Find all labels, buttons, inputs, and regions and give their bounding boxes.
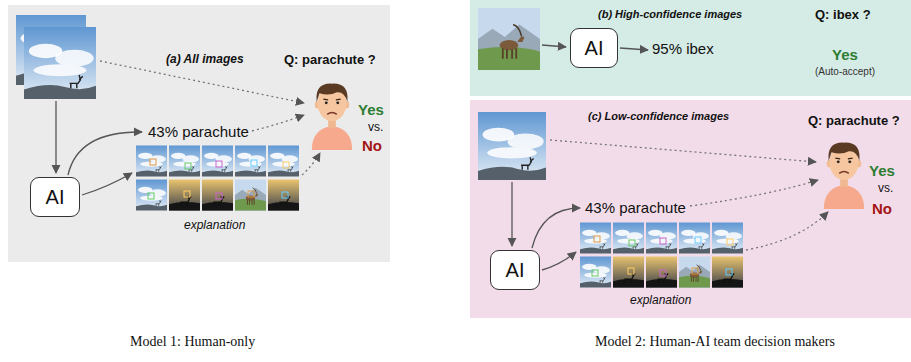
figure-caption: Model 1: Human-only — [130, 334, 255, 350]
question-text: Q: ibex ? — [815, 8, 871, 23]
explanation-label: explanation — [184, 219, 245, 233]
box-label: AI — [585, 37, 604, 60]
panel-band: (c) Low-confidence imagesAI Q: parachute … — [470, 100, 911, 318]
ai-box: AI — [30, 177, 80, 217]
yes-answer: Yes — [358, 101, 384, 118]
vs-label: vs. — [878, 182, 893, 196]
no-answer: No — [872, 200, 892, 217]
vs-label: vs. — [368, 121, 383, 135]
prediction-text: 95% ibex — [652, 40, 714, 57]
panel-band: (a) All imagesAI Q: parachute ? 43% parach… — [8, 5, 390, 262]
ai-box: AI — [570, 28, 618, 68]
yes-answer: Yes — [832, 46, 858, 63]
panel-band: (b) High-confidence imagesAI Q: ibex ? 95%… — [470, 0, 911, 96]
ai-box: AI — [490, 250, 540, 290]
explanation-label: explanation — [630, 294, 691, 308]
figure-caption: Model 2: Human-AI team decision makers — [595, 334, 835, 350]
panel-title: (b) High-confidence images — [598, 8, 742, 21]
box-label: AI — [506, 259, 525, 282]
prediction-text: 43% parachute — [585, 199, 686, 216]
auto-accept-note: (Auto-accept) — [815, 66, 875, 78]
panel-title: (c) Low-confidence images — [588, 110, 729, 123]
no-answer: No — [362, 137, 382, 154]
question-text: Q: parachute ? — [808, 114, 900, 129]
box-label: AI — [46, 186, 65, 209]
yes-answer: Yes — [869, 162, 895, 179]
panel-title: (a) All images — [166, 53, 244, 67]
question-text: Q: parachute ? — [284, 53, 376, 68]
prediction-text: 43% parachute — [148, 123, 249, 140]
